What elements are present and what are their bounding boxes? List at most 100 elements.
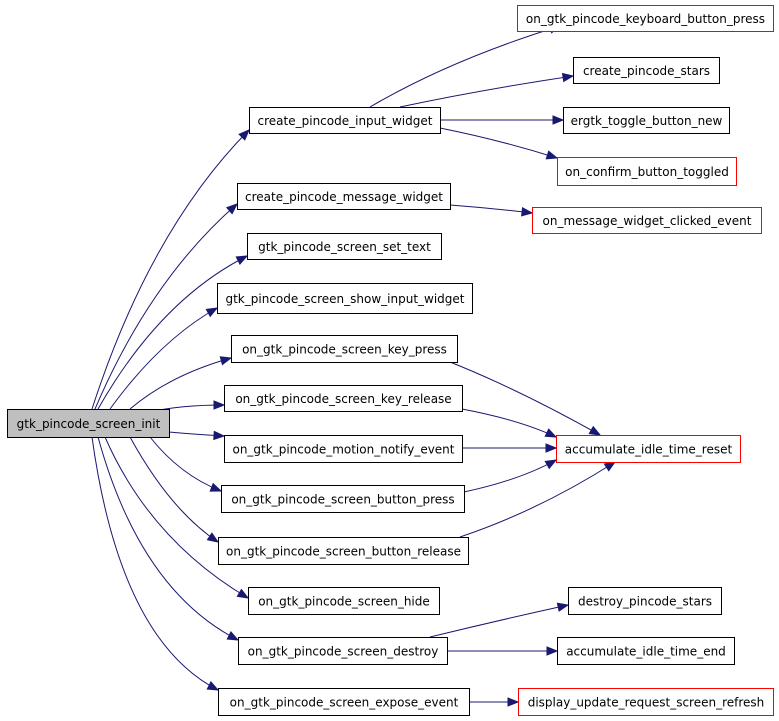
node-label: on_gtk_pincode_screen_expose_event [230,696,459,710]
arrowhead [546,646,559,656]
node-box [231,335,458,363]
node-box [568,587,722,615]
node-label: ergtk_toggle_button_new [571,114,723,128]
edge-root-to-n-btnpress [149,436,223,492]
edge-root-to-n-input [91,129,250,410]
edge-n-destroy-to-n-destroystars [429,602,570,638]
node-label: on_gtk_pincode_screen_button_press [231,493,454,507]
edge-line [94,203,238,410]
node-on-message-widget-clicked-event[interactable]: on_message_widget_clicked_event [532,207,762,234]
edge-root-to-n-hide [104,436,250,599]
node-on-gtk-pincode-motion-notify-event[interactable]: on_gtk_pincode_motion_notify_event [224,435,463,463]
node-on-gtk-pincode-keyboard-button-press[interactable]: on_gtk_pincode_keyboard_button_press [517,5,774,32]
node-gtk-pincode-screen-set-text[interactable]: gtk_pincode_screen_set_text [247,233,442,260]
arrowhead [507,697,520,707]
arrowhead [544,428,558,438]
node-on-confirm-button-toggled[interactable]: on_confirm_button_toggled [557,157,737,186]
node-on-gtk-pincode-screen-key-press[interactable]: on_gtk_pincode_screen_key_press [231,335,458,363]
node-label: on_gtk_pincode_screen_hide [258,595,430,609]
edge-line [91,436,219,691]
arrowhead [238,129,250,141]
edge-root-to-n-settext [97,255,249,410]
node-label: create_pincode_input_widget [258,114,433,128]
node-box [557,157,737,186]
node-gtk-pincode-screen-show-input-widget[interactable]: gtk_pincode_screen_show_input_widget [217,283,473,314]
arrowhead [521,207,534,217]
edge-line [97,436,239,641]
node-box [248,587,440,615]
node-display-update-request-screen-refresh[interactable]: display_update_request_screen_refresh [518,688,774,716]
node-box [573,57,720,84]
node-box [563,107,730,134]
node-accumulate-idle-time-end[interactable]: accumulate_idle_time_end [557,637,735,665]
arrowhead [209,482,223,492]
edge-n-input-to-n-kbpress [369,24,562,108]
arrowhead [545,150,559,160]
node-label: on_gtk_pincode_keyboard_button_press [526,12,765,26]
node-ergtk-toggle-button-new[interactable]: ergtk_toggle_button_new [563,107,730,134]
arrowhead [545,443,558,453]
arrowhead [219,356,233,366]
edge-root-to-n-destroy [97,436,240,641]
node-box [556,435,741,463]
arrowhead [556,602,570,612]
edge-line [461,408,557,438]
edge-line [399,75,574,108]
arrowhead [213,400,226,410]
node-accumulate-idle-time-reset[interactable]: accumulate_idle_time_reset [556,435,741,463]
node-label: on_gtk_pincode_motion_notify_event [232,443,454,457]
edge-n-input-to-n-toggle [440,115,565,125]
edge-n-keypress-to-n-idlereset [449,361,602,436]
edge-line [109,307,218,410]
arrowhead [552,115,565,125]
edge-line [91,129,250,410]
edge-n-destroy-to-n-idleend [446,646,559,656]
node-label: on_confirm_button_toggled [565,165,729,179]
node-label: gtk_pincode_screen_init [17,417,161,431]
edge-n-msg-to-n-msgclick [449,204,534,217]
node-box [247,233,442,260]
edge-line [369,25,561,108]
node-label: destroy_pincode_stars [578,595,712,609]
edge-line [129,357,232,410]
node-on-gtk-pincode-screen-key-release[interactable]: on_gtk_pincode_screen_key_release [224,385,463,412]
edge-root-to-n-btnrelease [129,436,220,543]
node-label: display_update_request_screen_refresh [528,696,765,710]
node-box [224,385,463,412]
node-create-pincode-stars[interactable]: create_pincode_stars [573,57,720,84]
arrowhead [206,681,220,691]
node-label: accumulate_idle_time_reset [565,443,733,457]
arrowhead [561,72,575,83]
edge-line [104,436,249,599]
arrowhead [213,430,226,441]
node-on-gtk-pincode-screen-hide[interactable]: on_gtk_pincode_screen_hide [248,587,440,615]
arrowhead [603,461,617,472]
node-on-gtk-pincode-screen-button-release[interactable]: on_gtk_pincode_screen_button_release [218,537,469,565]
node-box [221,485,465,513]
node-box [224,435,463,463]
node-box [217,283,473,314]
node-on-gtk-pincode-screen-destroy[interactable]: on_gtk_pincode_screen_destroy [238,637,448,665]
edge-line [129,436,219,543]
node-destroy-pincode-stars[interactable]: destroy_pincode_stars [568,587,722,615]
node-box [237,183,451,210]
arrowhead [235,255,249,265]
node-gtk-pincode-screen-init[interactable]: gtk_pincode_screen_init [7,409,170,438]
edge-n-motion-to-n-idlereset [462,443,558,453]
edge-root-to-n-keypress [129,356,233,410]
edge-root-to-n-showinput [109,307,219,410]
edge-line [429,604,569,638]
node-label: on_gtk_pincode_screen_key_release [235,392,451,406]
edge-line [439,127,558,159]
node-create-pincode-input-widget[interactable]: create_pincode_input_widget [249,107,441,134]
edge-line [149,436,222,492]
node-box [218,688,470,716]
arrowhead [205,307,219,318]
edge-line [459,461,616,538]
node-label: on_gtk_pincode_screen_key_press [242,343,447,357]
node-on-gtk-pincode-screen-button-press[interactable]: on_gtk_pincode_screen_button_press [221,485,465,513]
node-create-pincode-message-widget[interactable]: create_pincode_message_widget [237,183,451,210]
node-on-gtk-pincode-screen-expose-event[interactable]: on_gtk_pincode_screen_expose_event [218,688,470,716]
node-label: accumulate_idle_time_end [566,645,726,659]
